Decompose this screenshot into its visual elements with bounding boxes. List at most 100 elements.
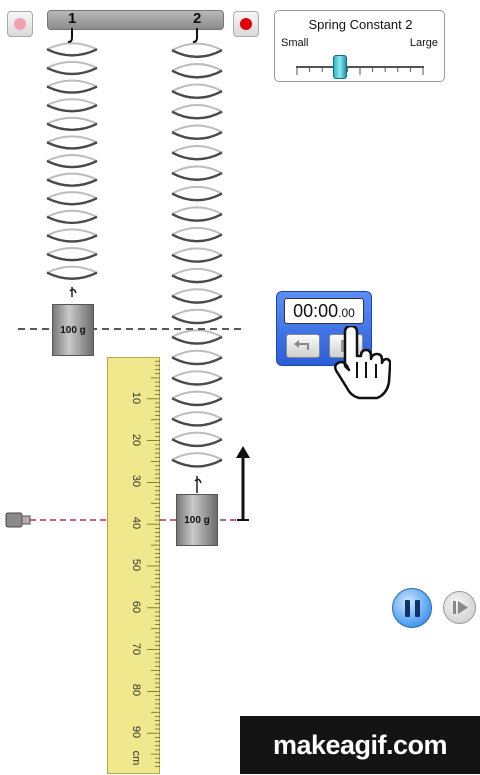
spring-coil-front	[171, 438, 223, 448]
spring-coil-front	[171, 253, 223, 263]
spring-coil-back	[46, 135, 98, 144]
pause-icon-bar	[415, 600, 420, 617]
ruler-label: 80	[130, 684, 142, 697]
spring-coil-back	[46, 265, 98, 274]
spring-constant-panel: Spring Constant 2 Small Large	[274, 10, 445, 82]
mass-1[interactable]: 100 g	[52, 304, 94, 356]
spring-coil-back	[171, 247, 223, 256]
mass-2[interactable]: 100 g	[176, 494, 218, 546]
spring-coil-front	[171, 110, 223, 120]
spring-coil-back	[46, 172, 98, 181]
stopwatch-reset-button[interactable]	[286, 334, 320, 358]
spring-coil-front	[171, 172, 223, 181]
spring-coil-back	[171, 144, 223, 154]
spring-coil-back	[171, 165, 223, 174]
spring-coil-back	[46, 42, 98, 51]
ruler-ticks	[147, 360, 160, 768]
mass-1-hook-icon	[69, 287, 77, 297]
pause-button[interactable]	[392, 588, 432, 628]
pause-icon	[405, 600, 410, 617]
spring-coil-back	[171, 411, 223, 420]
spring-coil-front	[171, 212, 223, 222]
spring-coil-front	[46, 197, 98, 206]
spring-coil-front	[171, 131, 223, 140]
spring-coil-front	[171, 294, 223, 304]
spring-coil-back	[46, 209, 98, 218]
spring-1[interactable]	[46, 42, 98, 280]
spring-coil-front	[46, 252, 98, 262]
ruler-label: 10	[130, 391, 142, 404]
spring-coil-back	[171, 308, 223, 318]
spring-coil-back	[171, 329, 223, 338]
spring-coil-front	[46, 178, 98, 187]
ruler-label: 30	[130, 475, 142, 488]
spring-coil-back	[171, 83, 223, 93]
spring-coil-front	[46, 271, 98, 280]
spring-coil-back	[171, 349, 223, 359]
spring-coil-front	[46, 66, 98, 76]
ruler-unit-label: cm	[130, 750, 142, 766]
spring-coil-front	[171, 151, 223, 161]
spring-coil-front	[46, 159, 98, 169]
arrow-head-icon	[236, 446, 250, 458]
slider-ticks	[296, 68, 424, 75]
spring-coil-back	[46, 191, 98, 200]
spring-coil-back	[171, 63, 223, 72]
spring-2[interactable]	[171, 42, 223, 468]
hand-cursor-icon	[334, 326, 391, 400]
ruler-label: 70	[130, 642, 142, 655]
record-button[interactable]	[233, 11, 259, 37]
ruler-label: 60	[130, 600, 142, 613]
spring-coil-back	[171, 124, 223, 134]
spring-coil-back	[46, 60, 98, 69]
spring-coil-back	[171, 267, 223, 277]
slider-min-label: Small	[281, 37, 309, 49]
spring-coil-back	[46, 228, 98, 237]
spring-coil-back	[171, 104, 223, 113]
spring-2-label: 2	[193, 10, 202, 27]
pink-dot-icon	[14, 18, 26, 30]
spring-coil-back	[46, 116, 98, 125]
spring-coil-front	[46, 141, 98, 150]
mass-2-hook-icon	[194, 476, 202, 493]
spring-coil-front	[171, 315, 223, 325]
spring-coil-back	[171, 226, 223, 236]
spring-2-top-hook	[192, 28, 198, 43]
spring-support-bar	[47, 10, 224, 30]
spring-1-top-hook	[67, 28, 73, 43]
spring-coil-back	[171, 370, 223, 379]
spring-coil-back	[171, 42, 223, 52]
spring-constant-slider-thumb[interactable]	[332, 55, 347, 79]
spring-constant-slider-track[interactable]	[296, 66, 424, 68]
step-forward-icon	[453, 601, 468, 614]
spring-coil-front	[171, 49, 223, 59]
spring-coil-front	[171, 90, 223, 100]
spring-coil-front	[46, 234, 98, 243]
line-handle-tip	[21, 515, 31, 525]
spring-coil-front	[46, 122, 98, 132]
step-button[interactable]	[443, 591, 476, 624]
spring-coil-back	[46, 247, 98, 255]
ruler-label: 20	[130, 433, 142, 446]
spring-coil-back	[171, 452, 223, 461]
stopwatch-time: 00:00	[293, 301, 339, 321]
undo-icon	[294, 340, 309, 350]
ruler-label: 40	[130, 517, 142, 530]
spring-coil-front	[46, 215, 98, 225]
slider-max-label: Large	[409, 37, 438, 49]
spring-coil-front	[171, 192, 223, 202]
spring-coil-back	[46, 79, 98, 88]
spring-coil-front	[171, 376, 223, 386]
line-handle-icon[interactable]	[5, 512, 23, 528]
spring-coil-front	[46, 85, 98, 94]
red-dot-icon	[240, 18, 252, 30]
spring-coil-front	[171, 335, 223, 345]
spring-1-label: 1	[68, 10, 77, 27]
reset-button[interactable]	[7, 11, 33, 37]
spring-coil-front	[171, 458, 223, 468]
spring-coil-back	[171, 185, 223, 195]
spring-coil-back	[171, 431, 223, 441]
ruler-label: 50	[130, 558, 142, 572]
